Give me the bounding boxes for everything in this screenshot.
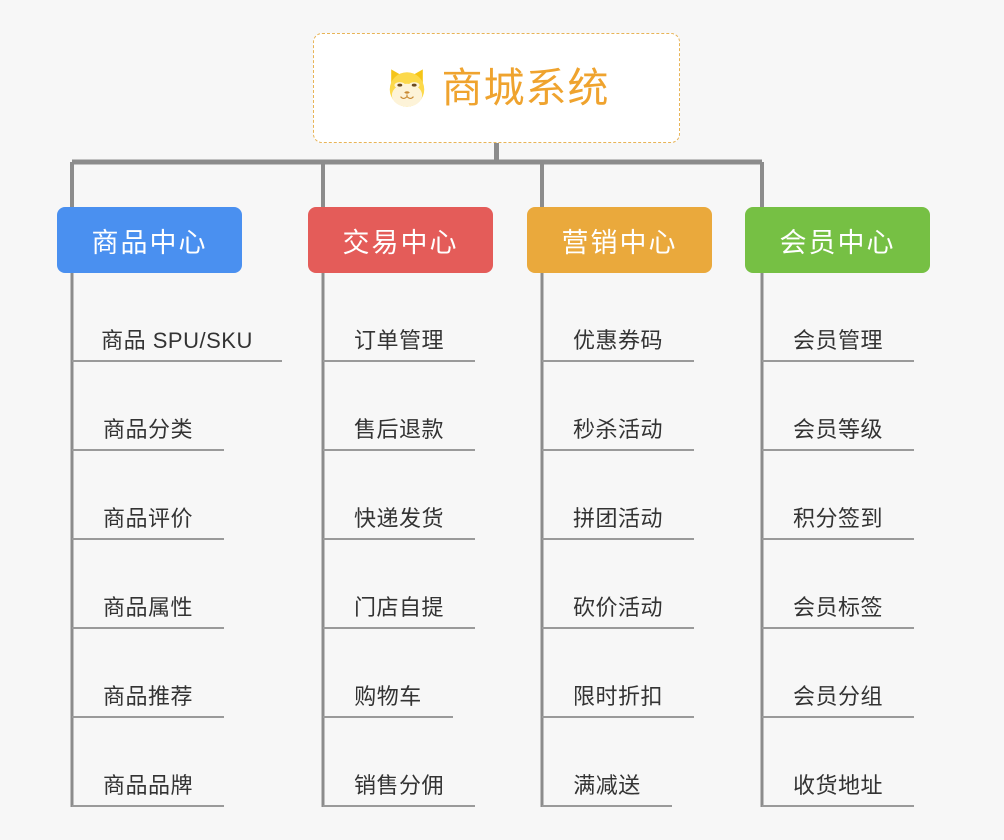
list-item[interactable]: 会员等级 xyxy=(762,362,914,451)
category-item-list: 会员管理会员等级积分签到会员标签会员分组收货地址 xyxy=(745,273,930,807)
category-header-button[interactable]: 商品中心 xyxy=(57,207,242,273)
list-item-label: 商品分类 xyxy=(102,417,193,442)
category-header-label: 营销中心 xyxy=(561,227,678,258)
list-item-label: 拼团活动 xyxy=(572,506,663,531)
list-item-label: 满减送 xyxy=(573,773,641,798)
list-item-label: 门店自提 xyxy=(353,595,444,620)
list-item-label: 销售分佣 xyxy=(353,773,444,798)
category-header-button[interactable]: 会员中心 xyxy=(745,207,930,273)
list-item[interactable]: 快递发货 xyxy=(323,451,475,540)
list-item-label: 商品属性 xyxy=(102,595,193,620)
list-item-label: 快递发货 xyxy=(353,506,444,531)
list-item-label: 会员管理 xyxy=(792,328,883,353)
category-header-label: 交易中心 xyxy=(342,227,459,258)
category-header-button[interactable]: 交易中心 xyxy=(308,207,493,273)
list-item-label: 会员标签 xyxy=(792,595,883,620)
list-item-label: 购物车 xyxy=(354,684,422,709)
list-item[interactable]: 会员管理 xyxy=(762,273,914,362)
list-item-label: 订单管理 xyxy=(353,328,444,353)
list-item[interactable]: 销售分佣 xyxy=(323,718,475,807)
list-item[interactable]: 商品品牌 xyxy=(72,718,224,807)
list-item-label: 收货地址 xyxy=(792,773,883,798)
list-item[interactable]: 门店自提 xyxy=(323,540,475,629)
list-item-label: 优惠券码 xyxy=(572,328,663,353)
category-column-4: 会员中心会员管理会员等级积分签到会员标签会员分组收货地址 xyxy=(745,207,930,807)
list-item-label: 秒杀活动 xyxy=(572,417,663,442)
list-item-label: 会员等级 xyxy=(792,417,883,442)
category-header-button[interactable]: 营销中心 xyxy=(527,207,712,273)
root-title-label: 商城系统 xyxy=(441,64,610,111)
category-item-list: 订单管理售后退款快递发货门店自提购物车销售分佣 xyxy=(308,273,493,807)
list-item-label: 售后退款 xyxy=(353,417,444,442)
list-item[interactable]: 商品推荐 xyxy=(72,629,224,718)
list-item[interactable]: 商品分类 xyxy=(72,362,224,451)
list-item[interactable]: 商品评价 xyxy=(72,451,224,540)
root-node-shop-system[interactable]: 商城系统 xyxy=(313,33,680,143)
list-item[interactable]: 积分签到 xyxy=(762,451,914,540)
list-item[interactable]: 拼团活动 xyxy=(542,451,694,540)
list-item-label: 商品 SPU/SKU xyxy=(101,328,253,353)
list-item-label: 商品评价 xyxy=(102,506,193,531)
shiba-inu-dog-face-icon xyxy=(389,69,424,107)
category-column-1: 商品中心商品 SPU/SKU 商品分类商品评价商品属性商品推荐商品品牌 xyxy=(57,207,282,807)
list-item[interactable]: 商品属性 xyxy=(72,540,224,629)
list-item[interactable]: 购物车 xyxy=(323,629,453,718)
category-item-list: 优惠券码秒杀活动拼团活动砍价活动限时折扣满减送 xyxy=(527,273,712,807)
category-column-3: 营销中心优惠券码秒杀活动拼团活动砍价活动限时折扣满减送 xyxy=(527,207,712,807)
list-item[interactable]: 收货地址 xyxy=(762,718,914,807)
list-item[interactable]: 满减送 xyxy=(542,718,672,807)
list-item[interactable]: 砍价活动 xyxy=(542,540,694,629)
list-item-label: 商品品牌 xyxy=(102,773,193,798)
list-item[interactable]: 订单管理 xyxy=(323,273,475,362)
category-column-2: 交易中心订单管理售后退款快递发货门店自提购物车销售分佣 xyxy=(308,207,493,807)
list-item-label: 积分签到 xyxy=(792,506,883,531)
list-item[interactable]: 售后退款 xyxy=(323,362,475,451)
category-header-label: 会员中心 xyxy=(779,227,896,258)
category-header-label: 商品中心 xyxy=(91,227,208,258)
list-item-label: 商品推荐 xyxy=(102,684,193,709)
list-item-label: 会员分组 xyxy=(792,684,883,709)
list-item[interactable]: 秒杀活动 xyxy=(542,362,694,451)
list-item-label: 限时折扣 xyxy=(572,684,663,709)
list-item-label: 砍价活动 xyxy=(572,595,663,620)
list-item[interactable]: 会员标签 xyxy=(762,540,914,629)
list-item[interactable]: 限时折扣 xyxy=(542,629,694,718)
category-item-list: 商品 SPU/SKU 商品分类商品评价商品属性商品推荐商品品牌 xyxy=(57,273,282,807)
list-item[interactable]: 会员分组 xyxy=(762,629,914,718)
list-item[interactable]: 优惠券码 xyxy=(542,273,694,362)
list-item[interactable]: 商品 SPU/SKU xyxy=(72,273,282,362)
